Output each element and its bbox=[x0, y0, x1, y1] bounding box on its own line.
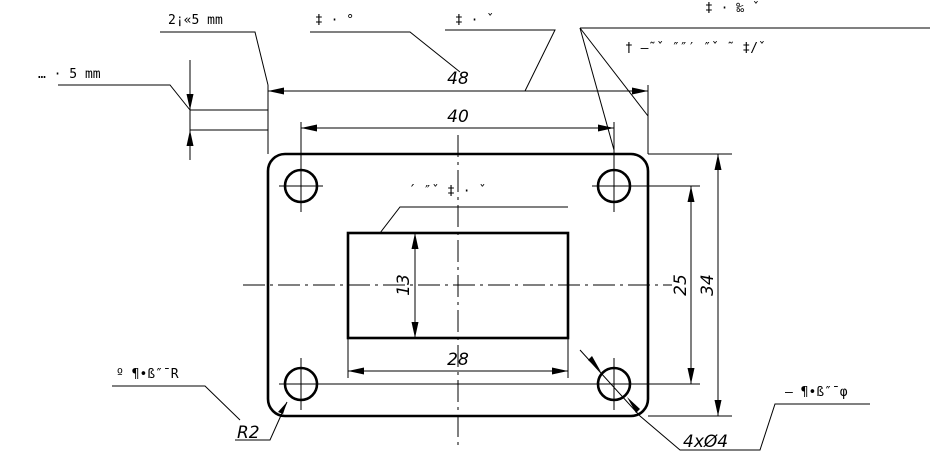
dim-25-label: 25 bbox=[671, 274, 691, 296]
dim-48-label: 48 bbox=[447, 69, 469, 89]
dim-34-label: 34 bbox=[698, 274, 718, 296]
dimension-slot-height: 13 bbox=[394, 233, 419, 338]
dim-holes-label: 4xØ4 bbox=[683, 432, 728, 452]
dim-28-label: 28 bbox=[447, 350, 469, 370]
hole-arrow-2 bbox=[627, 397, 640, 413]
annotation-hole: – ¶•ß″¯φ bbox=[785, 385, 848, 400]
annotation-left: … · 5 mm bbox=[38, 67, 101, 82]
dim-40-label: 40 bbox=[447, 107, 469, 127]
dimension-hole-spacing-x: 40 bbox=[301, 107, 614, 132]
dimension-hole-spacing-y: 25 bbox=[671, 186, 695, 384]
annotation-radius: º ¶•ß″¯R bbox=[116, 367, 179, 382]
annotation-slot: ´ ″ˇ ‡ · ˇ bbox=[408, 184, 486, 199]
dimension-overall-height: 34 bbox=[698, 154, 722, 416]
dimension-overall-width: 48 bbox=[268, 69, 648, 95]
dim-13-label: 13 bbox=[394, 274, 414, 296]
leader-lines bbox=[58, 27, 930, 451]
annotation-top-center-2: ‡ · ˇ bbox=[455, 13, 494, 28]
dimension-slot-width: 28 bbox=[348, 350, 568, 375]
annotation-top-center-1: ‡ · ° bbox=[315, 13, 354, 28]
annotation-top-right-1: ‡ · ‰ ˇ bbox=[705, 1, 760, 16]
radius-arrow bbox=[278, 402, 287, 414]
annotations: 2¡«5 mm … · 5 mm ‡ · ° ‡ · ˇ ‡ · ‰ ˇ † —… bbox=[38, 1, 848, 400]
annotation-top-right-2: † —˜ˇ ″″′ ″ˇ ˜ ‡/ˇ bbox=[625, 41, 766, 56]
dim-radius-label: R2 bbox=[237, 423, 260, 443]
hole-arrow bbox=[588, 356, 601, 372]
center-lines bbox=[243, 122, 700, 445]
annotation-top-left: 2¡«5 mm bbox=[168, 13, 223, 28]
